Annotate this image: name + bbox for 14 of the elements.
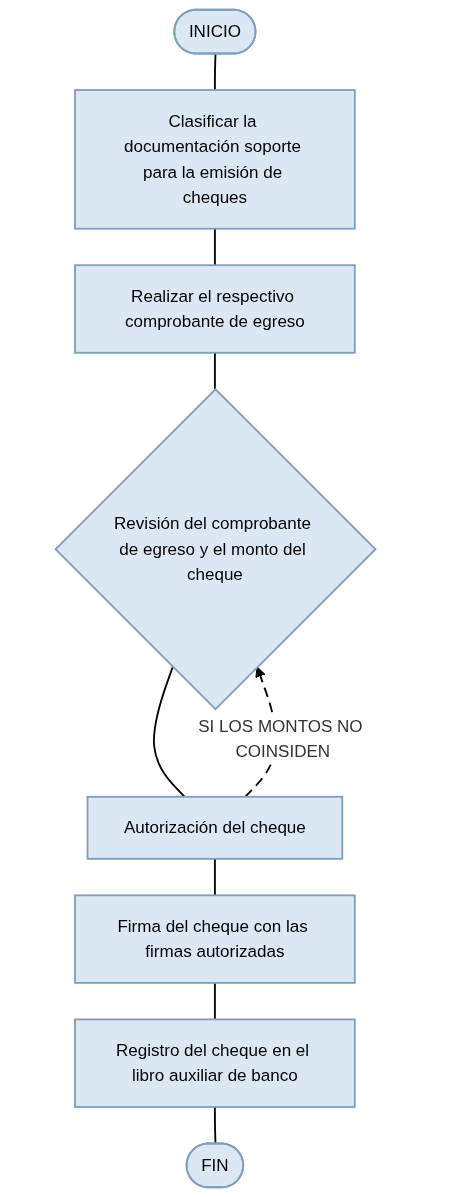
- node-diamond: Revisión del comprobante de egreso y el monto del cheque: [54, 388, 377, 711]
- connector: [214, 857, 216, 897]
- node-box: Registro del cheque en el libro auxiliar de banco: [74, 1018, 356, 1108]
- node-box: Clasificar la documentación soporte para la emisión de cheques: [74, 89, 356, 230]
- connector: [153, 666, 186, 798]
- connector: [214, 982, 216, 1021]
- connector: [214, 227, 216, 267]
- connector: [214, 1106, 217, 1145]
- node-box: Autorización del cheque: [86, 795, 344, 860]
- node-box: Realizar el respectivo comprobante de egreso: [74, 264, 356, 354]
- node-box: Firma del cheque con las firmas autorizadas: [74, 894, 356, 984]
- connector: [214, 53, 217, 91]
- edge-label: SI LOS MONTOS NO COINSIDEN: [198, 715, 363, 761]
- connector: [214, 351, 216, 391]
